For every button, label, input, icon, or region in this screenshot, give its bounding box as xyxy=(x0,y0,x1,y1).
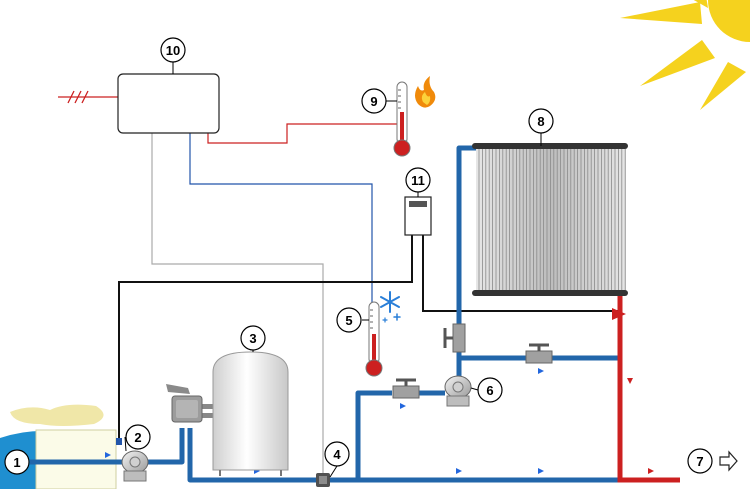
arrow-right-outline-icon xyxy=(719,450,738,472)
filtration-pump xyxy=(121,450,149,482)
pool xyxy=(0,404,117,489)
thermometer-icon xyxy=(365,301,383,377)
callout-11: 11 xyxy=(405,167,431,193)
callout-2: 2 xyxy=(125,424,151,450)
callout-leaders xyxy=(124,62,542,478)
snowflake-icon xyxy=(380,291,401,323)
controller-box xyxy=(117,73,220,134)
flow-arrows xyxy=(105,368,654,474)
callout-1: 1 xyxy=(4,449,30,475)
flame-icon xyxy=(415,76,436,108)
callout-9-label: 9 xyxy=(370,94,377,109)
valve xyxy=(392,378,420,399)
callout-5: 5 xyxy=(336,307,362,333)
filter-tank xyxy=(201,351,289,476)
callout-10: 10 xyxy=(160,37,186,63)
booster-pump xyxy=(444,375,472,407)
callout-4-label: 4 xyxy=(333,447,341,462)
multiport-valve xyxy=(166,384,203,423)
callout-8: 8 xyxy=(528,108,554,134)
callout-1-label: 1 xyxy=(13,455,20,470)
thermometer-icon xyxy=(393,81,411,157)
valve xyxy=(525,343,553,364)
callout-8-label: 8 xyxy=(537,114,544,129)
solar-collector xyxy=(472,143,628,296)
thermostat xyxy=(404,196,432,236)
motorized-valve xyxy=(443,323,466,353)
callout-5-label: 5 xyxy=(345,313,352,328)
callout-2-label: 2 xyxy=(134,430,141,445)
sun-icon xyxy=(620,0,750,110)
sensor-wiring xyxy=(118,123,618,478)
callout-9: 9 xyxy=(361,88,387,114)
callout-7: 7 xyxy=(687,448,713,474)
callout-3-label: 3 xyxy=(249,331,256,346)
callout-4: 4 xyxy=(324,441,350,467)
callout-3: 3 xyxy=(240,325,266,351)
hot-return-pipe xyxy=(617,296,680,483)
inlet-sensor xyxy=(116,438,122,445)
electrical-supply-icon xyxy=(58,90,118,104)
callout-6: 6 xyxy=(477,377,503,403)
callout-11-label: 11 xyxy=(411,173,425,188)
callout-7-label: 7 xyxy=(696,454,703,469)
callout-10-label: 10 xyxy=(166,43,180,58)
pipe-sensor xyxy=(316,473,330,487)
callout-6-label: 6 xyxy=(486,383,493,398)
panel-sensor xyxy=(612,308,626,320)
